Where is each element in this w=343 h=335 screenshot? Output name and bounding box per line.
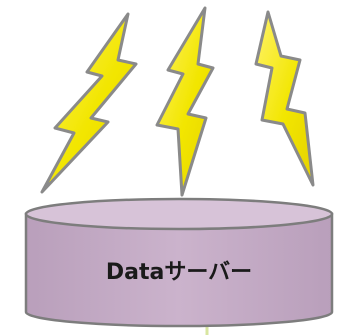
cylinder-top [24,197,334,231]
lightning-bolt-icon [40,12,138,194]
lightning-bolt-icon [155,6,215,197]
data-server-cylinder: Dataサーバー [24,197,334,328]
lightning-bolt-icon [254,10,315,187]
cylinder-body [24,212,334,328]
lightning-bolts [40,6,315,197]
server-label: Dataサーバー [106,260,252,285]
